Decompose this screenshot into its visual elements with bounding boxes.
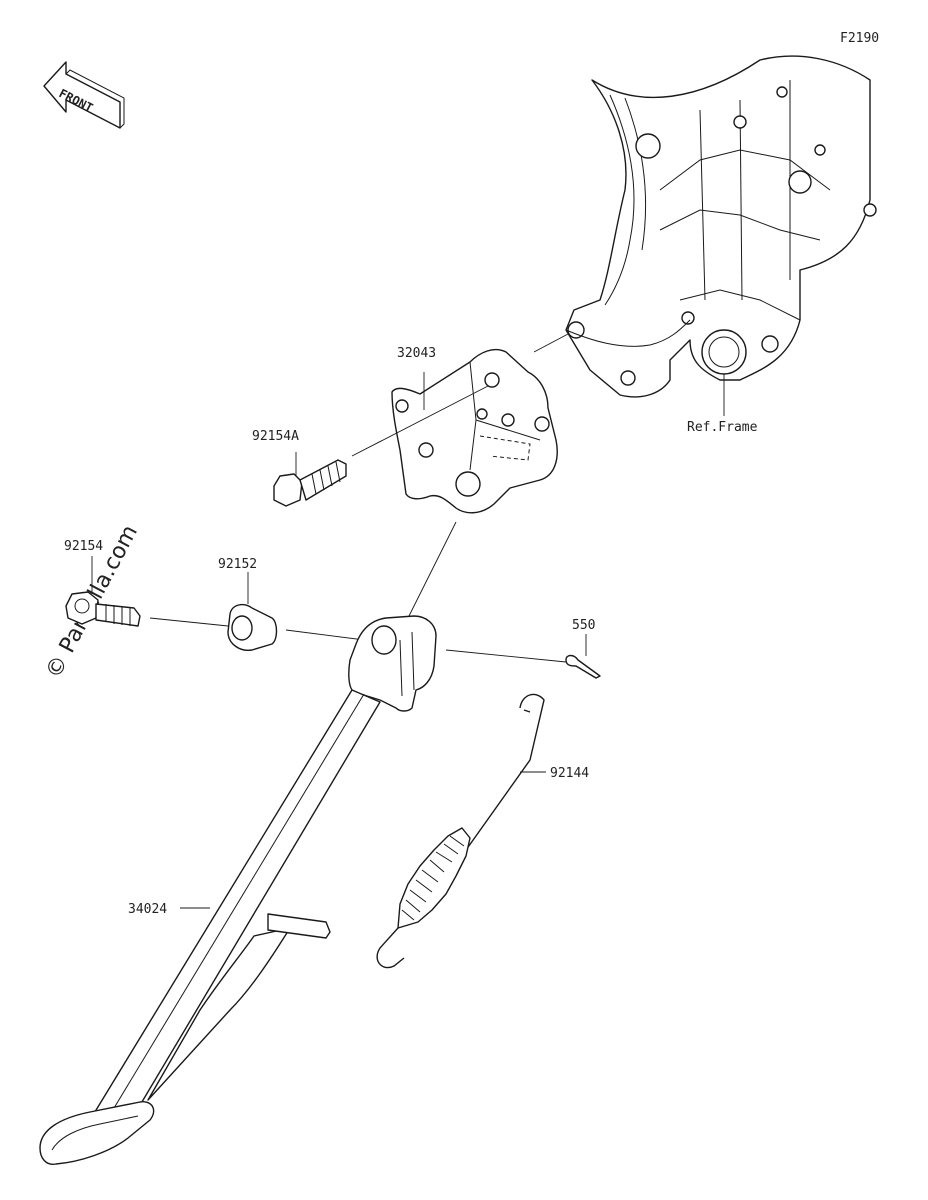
label-550: 550 <box>572 618 595 633</box>
label-34024: 34024 <box>128 902 167 917</box>
frame-reference <box>565 55 877 398</box>
label-32043: 32043 <box>397 346 436 361</box>
part-92152-collar <box>227 603 278 651</box>
part-92154-bolt <box>65 591 141 627</box>
diagram-code: F2190 <box>840 31 879 46</box>
front-arrow-icon: FRONT <box>43 61 125 129</box>
part-34024-side-stand <box>39 615 437 1165</box>
part-92144-spring <box>376 693 545 969</box>
label-92152: 92152 <box>218 557 257 572</box>
label-92154A: 92154A <box>252 429 299 444</box>
part-92154A-bolt <box>273 459 347 507</box>
label-92144: 92144 <box>550 766 589 781</box>
label-92154: 92154 <box>64 539 103 554</box>
frame-ref-label: Ref.Frame <box>687 420 758 435</box>
part-32043-bracket <box>391 348 558 514</box>
part-550-cotter-pin <box>565 654 601 679</box>
